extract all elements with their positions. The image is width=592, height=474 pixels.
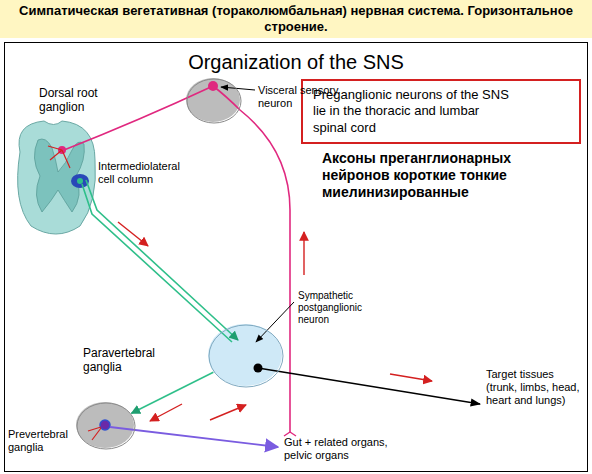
sensory-fibre (213, 86, 290, 432)
ganglion-outline (76, 402, 136, 450)
direction-arrow (390, 374, 432, 381)
ganglion-fill (76, 402, 134, 448)
preganglionic-connector (131, 372, 213, 413)
prevertebral-ganglion: Prevertebral ganglia (76, 402, 136, 450)
title-banner: Симпатическая вегетативная (тораколюмбал… (0, 0, 592, 38)
sensory-ending (284, 432, 296, 436)
paravertebral-ganglion: Paravertebral ganglia (208, 324, 284, 388)
postganglionic-axon (110, 427, 278, 447)
ganglion-fill (208, 324, 282, 386)
ganglion-shape (187, 79, 241, 123)
direction-arrow (118, 222, 148, 246)
target-label: Target tissues (trunk, limbs, head, hear… (486, 368, 586, 408)
direction-arrow (303, 232, 304, 275)
ganglion-outline (208, 324, 284, 388)
direction-arrow (210, 405, 246, 420)
callout-label: Intermediolateral cell column (98, 160, 190, 186)
ganglion-shape (209, 325, 283, 387)
diagram-frame: Organization of the SNS Dorsal root gangl… (4, 42, 588, 472)
ganglion-label: Dorsal root ganglion (39, 86, 113, 115)
note-box: Preganglionic neurons of the SNS lie in … (301, 79, 581, 144)
ganglion-label: Prevertebral ganglia (8, 428, 74, 454)
callout-label: Sympathetic postganglionic neuron (298, 290, 370, 326)
ganglion-label: Paravertebral ganglia (83, 346, 165, 375)
postganglionic-axon (258, 368, 480, 404)
direction-arrow (150, 404, 182, 421)
ganglion-fill (186, 78, 240, 122)
note-text: Preganglionic neurons of the SNS lie in … (313, 87, 513, 136)
visceral-sensory-neuron (208, 81, 218, 91)
target-label: Gut + related organs, pelvic organs (284, 436, 402, 462)
ganglion-outline (186, 78, 242, 124)
dendrites (88, 427, 101, 440)
dorsal-root-ganglion: Dorsal root ganglion (186, 78, 242, 124)
prevertebral-neuron (100, 420, 110, 430)
spinal-cord (18, 121, 96, 234)
note-text: Аксоны преганглионарных нейронов коротки… (322, 150, 577, 200)
callout-label: Visceral sensory neuron (258, 84, 340, 110)
ganglion-shape (77, 403, 135, 449)
preganglionic-axon (86, 180, 238, 340)
preganglionic-cell-body (77, 178, 83, 184)
diagram-heading: Organization of the SNS (5, 43, 587, 74)
preganglionic-axon (82, 184, 232, 342)
leader-line (221, 87, 255, 90)
